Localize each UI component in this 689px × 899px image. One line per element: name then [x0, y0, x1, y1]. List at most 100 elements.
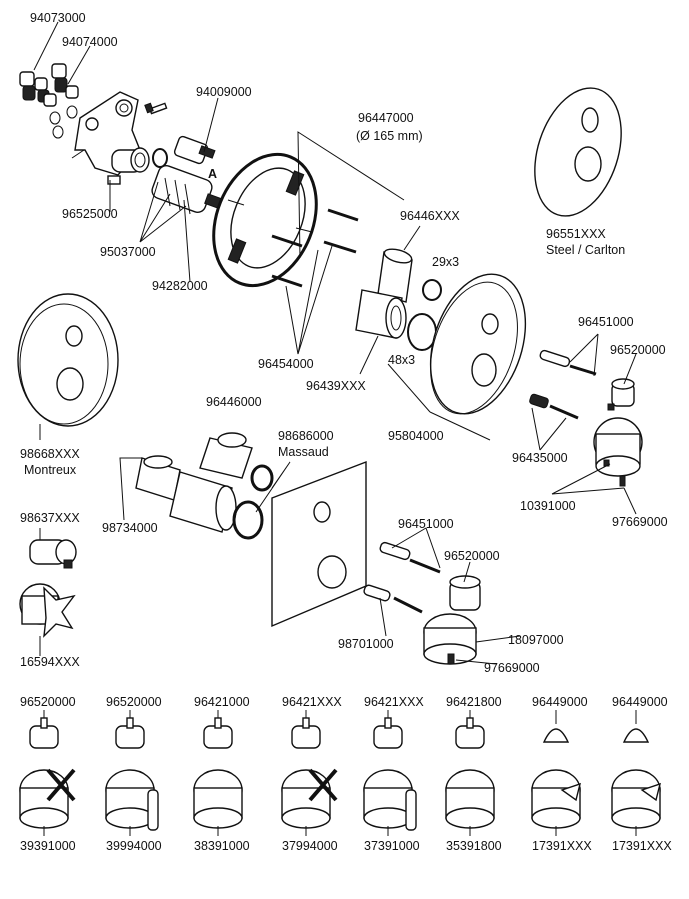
trim-plate-95804000	[429, 273, 527, 415]
screw-small	[144, 102, 168, 115]
label-96520000-mid: 96520000	[444, 549, 500, 563]
label-98686000: 98686000	[278, 429, 334, 443]
label-97669000-top: 97669000	[612, 515, 668, 529]
label-96439xxx: 96439XXX	[306, 379, 366, 393]
label-96447000: 96447000	[358, 111, 414, 125]
trim-plate-massaud	[271, 460, 367, 628]
cartridge-94282000	[151, 165, 222, 215]
valve-body-96525000	[71, 91, 168, 185]
label-18097000: 18097000	[508, 633, 564, 647]
label-96435000: 96435000	[512, 451, 568, 465]
label-96446000: 96446000	[206, 395, 262, 409]
label-95037000: 95037000	[100, 245, 156, 259]
label-94009000: 94009000	[196, 85, 252, 99]
cap-shape-3	[203, 725, 233, 749]
label-98734000: 98734000	[102, 521, 158, 535]
label-48x3: 48x3	[388, 353, 415, 367]
label-98668xxx: 98668XXX	[20, 447, 80, 461]
label-cap-5: 96421XXX	[364, 695, 424, 709]
label-cap-1: 96520000	[20, 695, 76, 709]
label-98637xxx: 98637XXX	[20, 511, 80, 525]
bottom-set-3: 96421000 38391000	[193, 695, 250, 853]
leader-lines	[33, 21, 637, 665]
o-ring-29x3	[422, 279, 442, 301]
label-cap-2: 96520000	[106, 695, 162, 709]
handle-10391000	[593, 417, 643, 487]
label-96525000: 96525000	[62, 207, 118, 221]
label-94282000: 94282000	[152, 279, 208, 293]
label-98701000: 98701000	[338, 637, 394, 651]
label-96520000-top: 96520000	[610, 343, 666, 357]
bottom-set-1: 96520000 39391000	[19, 695, 76, 853]
cap-shape-7	[542, 728, 570, 743]
label-10391000: 10391000	[520, 499, 576, 513]
cap-shape-1	[29, 725, 59, 749]
trim-plate-96551xxx	[534, 87, 622, 217]
bottom-set-8: 96449000 17391XXX	[611, 695, 672, 853]
bottom-set-2: 96520000 39994000	[105, 695, 162, 853]
sleeve-96439xxx	[355, 289, 407, 339]
label-96451000-mid: 96451000	[398, 517, 454, 531]
label-97669000-mid: 97669000	[484, 661, 540, 675]
label-handle-5: 37391000	[364, 839, 420, 853]
label-montreux: Montreux	[24, 463, 77, 477]
handle-row: 96520000 39391000 96520000 39994000 96421000…	[19, 695, 672, 853]
label-handle-3: 38391000	[194, 839, 250, 853]
sleeve-98734000	[135, 455, 237, 533]
label-96447000-dim: (Ø 165 mm)	[356, 129, 423, 143]
label-cap-6: 96421800	[446, 695, 502, 709]
label-handle-8: 17391XXX	[612, 839, 672, 853]
label-94074000: 94074000	[62, 35, 118, 49]
extension-96435000	[529, 393, 579, 420]
cartridge-94009000	[173, 135, 216, 165]
trim-plate-98668xxx	[17, 293, 119, 427]
label-handle-7: 17391XXX	[532, 839, 592, 853]
cap-96520000-mid	[449, 575, 481, 611]
bottom-set-4: 96421XXX 37994000	[281, 695, 342, 853]
bottom-set-6: 96421800 35391800	[445, 695, 502, 853]
label-steel-carlton: Steel / Carlton	[546, 243, 625, 257]
handle-18097000	[423, 613, 477, 665]
part-labels: 94073000 94074000 94009000 A 96525000 95…	[20, 11, 668, 675]
cap-96520000-top	[607, 378, 635, 411]
cap-shape-4	[291, 725, 321, 749]
label-16594xxx: 16594XXX	[20, 655, 80, 669]
label-96551xxx: 96551XXX	[546, 227, 606, 241]
label-95804000: 95804000	[388, 429, 444, 443]
cap-shape-8	[622, 728, 650, 743]
cap-shape-2	[115, 725, 145, 749]
label-handle-4: 37994000	[282, 839, 338, 853]
label-cap-7: 96449000	[532, 695, 588, 709]
extension-96451000-mid	[379, 541, 441, 574]
o-ring-98686000	[250, 464, 274, 492]
sleeve-96446xxx	[377, 248, 413, 303]
label-96451000-top: 96451000	[578, 315, 634, 329]
check-valve-94074000	[43, 63, 79, 107]
label-handle-2: 39994000	[106, 839, 162, 853]
o-ring-48x3-massaud	[232, 500, 264, 540]
base-plate-96447000	[212, 152, 318, 288]
bottom-set-5: 96421XXX 37391000	[363, 695, 424, 853]
label-cap-8: 96449000	[612, 695, 668, 709]
label-96454000: 96454000	[258, 357, 314, 371]
cap-shape-5	[373, 725, 403, 749]
label-94073000: 94073000	[30, 11, 86, 25]
handle-16594xxx	[19, 583, 76, 638]
label-cap-4: 96421XXX	[282, 695, 342, 709]
extension-96451000-top	[539, 349, 597, 376]
label-massaud: Massaud	[278, 445, 329, 459]
handle-98637xxx	[29, 539, 77, 569]
cap-shape-6	[455, 725, 485, 749]
label-handle-1: 39391000	[20, 839, 76, 853]
label-a-marker: A	[208, 167, 217, 181]
bottom-set-7: 96449000 17391XXX	[531, 695, 592, 853]
sleeve-96446000	[199, 432, 253, 479]
extension-98701000	[363, 584, 423, 614]
label-handle-6: 35391800	[446, 839, 502, 853]
label-96446xxx-top: 96446XXX	[400, 209, 460, 223]
screws-96454000	[271, 208, 359, 288]
valve-body-assembly	[19, 63, 222, 215]
label-cap-3: 96421000	[194, 695, 250, 709]
